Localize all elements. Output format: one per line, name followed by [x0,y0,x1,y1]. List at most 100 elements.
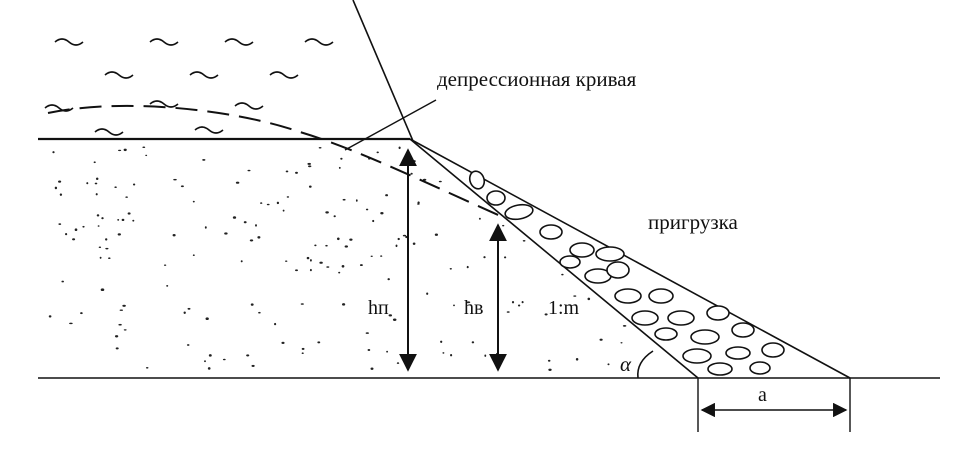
sand-dot [180,185,184,188]
sand-dot [622,325,627,327]
sand-dot [338,271,341,274]
sand-dot [115,347,119,350]
sand-dot [274,322,277,326]
sand-dot [319,261,323,264]
sand-dot [246,354,250,357]
sand-dot [58,180,62,183]
sand-dot [145,366,149,369]
sand-dot [187,307,191,310]
sand-dot [522,239,526,242]
sand-dot [325,244,328,247]
sand-dot [232,216,237,219]
sand-dot [300,303,304,305]
sand-dot [145,154,148,157]
sand-dot [466,301,471,304]
sand-dot [453,304,455,307]
stone [749,361,771,375]
sand-dot [607,363,610,366]
sand-dot [466,265,469,269]
sand-dot [333,215,336,218]
sand-dot [69,322,73,325]
sand-dot [380,212,384,215]
sand-dot [281,341,285,345]
sand-dot [101,217,104,220]
sand-dot [386,350,389,353]
sand-dot [620,342,623,344]
sand-dot [86,182,89,185]
sand-dot [285,170,289,173]
sand-dot [398,146,401,150]
sand-dot [99,256,102,259]
sand-dot [52,151,55,154]
sand-dot [202,159,206,161]
sand-dot [547,359,551,362]
sand-dot [483,256,486,259]
sand-dot [502,224,505,227]
sand-dot [340,157,343,160]
sand-dot [336,237,340,241]
sand-dot [224,232,228,235]
slope-line-inner [409,138,699,379]
sand-dot [282,209,285,212]
sand-dot [142,146,146,148]
sand-dot [105,247,109,250]
leader-line [352,0,414,142]
sand-dot [173,178,177,181]
stone [761,342,785,358]
sand-dot [125,196,128,198]
sand-dot [307,162,311,165]
sand-dot [387,278,390,281]
slope-ratio-label: 1:m [548,297,580,319]
sand-dot [573,295,577,297]
sand-dot [260,202,263,204]
sand-dot [370,367,374,370]
sand-dot [94,182,98,185]
sand-dot [132,219,135,222]
sand-dot [471,341,475,344]
sand-dot [544,313,548,316]
sand-dot [240,260,243,263]
sand-dot [98,246,102,248]
wave [104,71,134,79]
sand-dot [309,268,312,272]
stone [539,224,563,240]
sand-dot [484,354,487,357]
a-label: a [758,384,767,406]
sand-dot [114,335,119,338]
wave [234,102,264,110]
loading-stones [468,170,785,376]
sand-dot [192,254,195,256]
sand-dot [122,304,126,307]
sand-dot [344,245,348,248]
wave [269,71,299,79]
sand-dot [380,255,383,257]
sand-dot [205,317,209,320]
sand-dot [222,358,226,361]
sand-dot [511,301,515,304]
sand-dot [266,203,270,206]
stone [725,346,751,360]
stone [614,288,642,304]
sand-dot [127,212,131,215]
sand-dot [286,196,290,198]
stone [504,203,534,221]
sand-dot [59,193,63,196]
stone [559,255,581,269]
stone [631,310,659,326]
sand-dot [397,237,400,241]
sand-dot [65,233,68,236]
sand-dot [48,315,52,318]
sand-dot [326,266,330,268]
wave [304,38,334,46]
water-waves [44,38,334,136]
sand-dot [255,224,257,227]
sand-dot [599,338,603,341]
sand-dot [117,233,121,236]
sand-dot [478,217,481,220]
label-pointer [344,99,437,151]
sand-dot [235,181,240,184]
sand-dot [367,349,371,351]
sand-dot [506,311,510,313]
depression-curve [47,104,506,219]
